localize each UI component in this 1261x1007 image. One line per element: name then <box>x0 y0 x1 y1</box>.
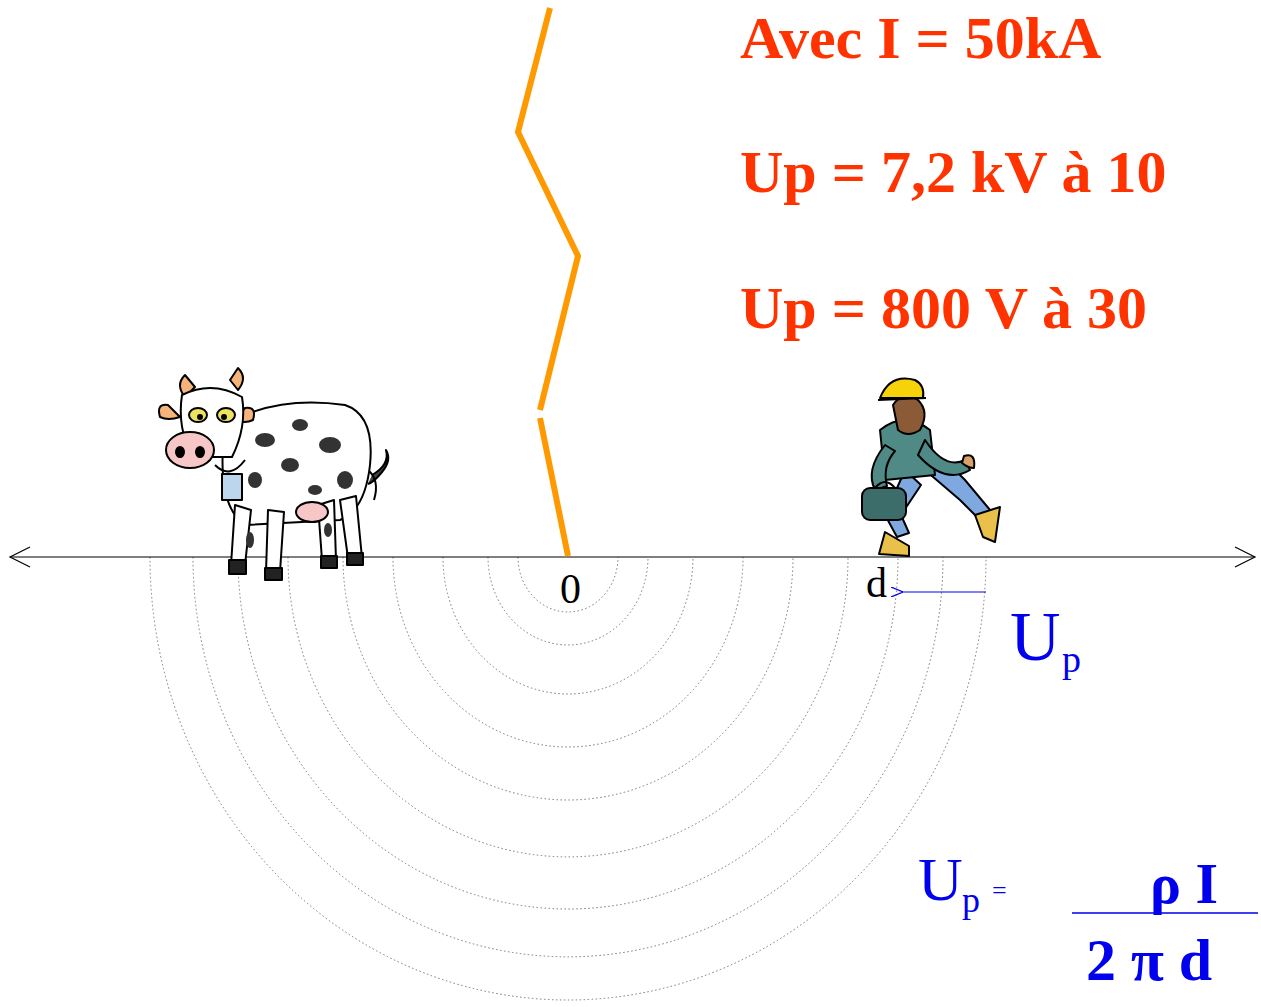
ground-axis <box>10 547 1255 567</box>
cow <box>159 368 388 580</box>
pointer-arrow <box>902 591 986 592</box>
voltage-note: Up = 7,2 kV à 10 <box>740 142 1167 202</box>
origin-mark: 0 <box>560 568 581 610</box>
voltage-symbol: U <box>1010 602 1061 672</box>
formula-numerator: ρ I <box>1150 855 1218 913</box>
equipotential-lines <box>150 557 986 1000</box>
distance-mark: d <box>866 562 887 604</box>
current-note: Avec I = 50kA <box>740 8 1101 68</box>
formula-sign: = <box>992 878 1007 904</box>
formula-denominator: 2 π d <box>1086 930 1212 990</box>
subscript: p <box>962 882 980 918</box>
lightning-bolt <box>518 8 578 556</box>
formula-symbol: U <box>918 848 963 910</box>
voltage-note: Up = 800 V à 30 <box>740 278 1147 338</box>
subscript: p <box>1062 640 1081 678</box>
worker <box>862 378 1000 556</box>
